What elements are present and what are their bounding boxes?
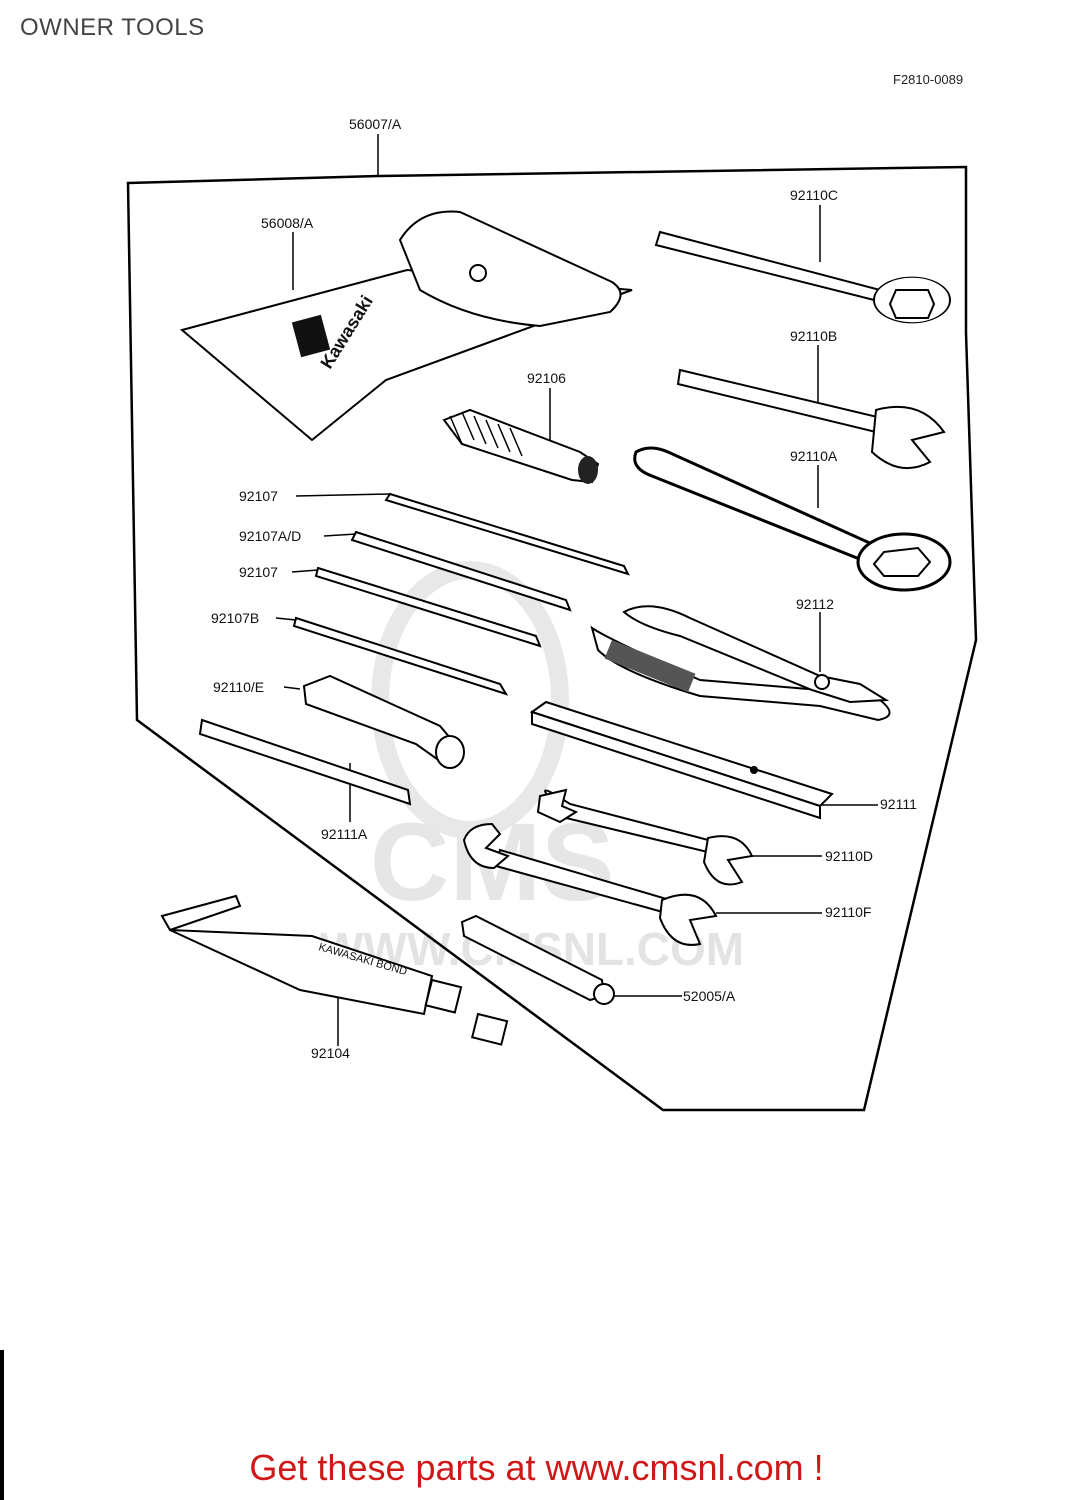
label-spark-tool: 52005/A bbox=[683, 988, 736, 1004]
wrench-92110f bbox=[462, 822, 718, 946]
label-wrench-f: 92110F bbox=[825, 904, 871, 920]
label-pliers: 92112 bbox=[796, 596, 834, 612]
wrench-92110d bbox=[536, 788, 754, 886]
label-tube: 92104 bbox=[311, 1045, 350, 1061]
screwdriver-92107b bbox=[292, 616, 509, 696]
label-bar: 92111 bbox=[880, 796, 917, 812]
part-labels: 56007/A 56008/A 92110C 92110B 92106 9211… bbox=[211, 116, 917, 1061]
label-screwdriver-1: 92107 bbox=[239, 488, 278, 504]
label-socket-e: 92110/E bbox=[213, 679, 264, 695]
label-rod: 92111A bbox=[321, 826, 368, 842]
label-wrench-b: 92110B bbox=[790, 328, 837, 344]
handle-92106 bbox=[442, 408, 600, 484]
wrench-92110c bbox=[654, 230, 951, 324]
label-screwdriver-2: 92107 bbox=[239, 564, 278, 580]
spark-tool-52005a bbox=[460, 914, 615, 1005]
case-outline bbox=[126, 165, 978, 1112]
screwdriver-92107a-d bbox=[350, 530, 572, 612]
label-pouch: 56008/A bbox=[261, 215, 314, 231]
wrench-92110a bbox=[633, 446, 952, 592]
socket-92110e bbox=[302, 674, 465, 769]
pliers-92112 bbox=[590, 605, 891, 722]
tool-pouch: Kawasaki bbox=[179, 210, 633, 442]
figure-code: F2810-0089 bbox=[893, 72, 964, 87]
screwdriver-92107-a bbox=[384, 492, 630, 576]
label-wrench-c: 92110C bbox=[790, 187, 838, 203]
label-handle: 92106 bbox=[527, 370, 566, 386]
wrench-92110b bbox=[676, 368, 946, 469]
leader-lines bbox=[275, 134, 878, 1046]
label-screwdriver-ad: 92107A/D bbox=[239, 528, 301, 544]
label-case: 56007/A bbox=[349, 116, 402, 132]
footer-link[interactable]: Get these parts at www.cmsnl.com ! bbox=[249, 1447, 824, 1488]
screwdriver-92107-b bbox=[314, 566, 542, 648]
edge-bar bbox=[0, 1350, 4, 1500]
label-wrench-d: 92110D bbox=[825, 848, 873, 864]
bar-92111 bbox=[529, 700, 834, 820]
rod-92111a bbox=[198, 718, 412, 806]
label-screwdriver-b: 92107B bbox=[211, 610, 259, 626]
page-title: OWNER TOOLS bbox=[20, 14, 205, 41]
label-wrench-a: 92110A bbox=[790, 448, 838, 464]
